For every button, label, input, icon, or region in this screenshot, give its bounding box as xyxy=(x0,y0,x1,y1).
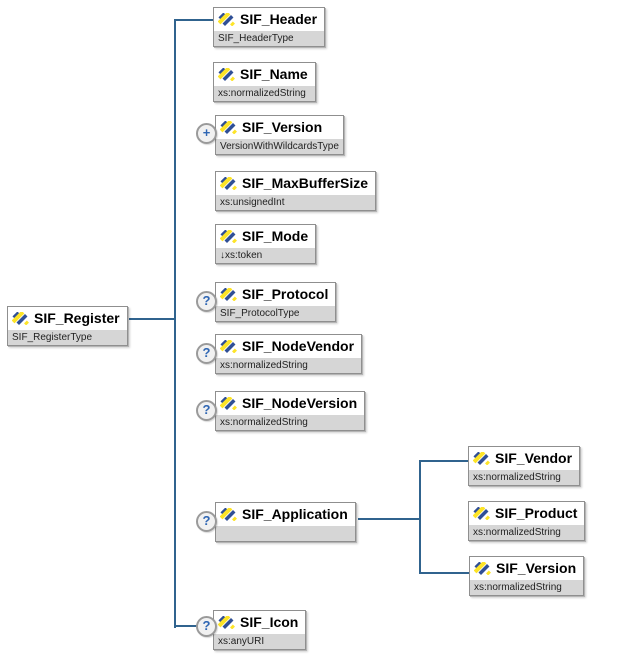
node-title-row: SIF_Vendor xyxy=(469,447,580,470)
node-title-row: SIF_Register xyxy=(8,307,127,330)
occurrence-optional-badge: ? xyxy=(196,616,217,637)
element-icon xyxy=(220,177,237,190)
connector-register-line xyxy=(125,318,176,320)
occurrence-optional-badge: ? xyxy=(196,400,217,421)
connector-application-line xyxy=(358,518,420,520)
element-icon xyxy=(220,230,237,243)
node-sif-version-app[interactable]: SIF_Version xs:normalizedString xyxy=(469,556,585,596)
node-title-row: SIF_Version xyxy=(470,557,584,580)
node-title-row: SIF_Application xyxy=(216,503,355,526)
occurrence-plus-badge: + xyxy=(196,123,217,144)
node-title-row: SIF_Product xyxy=(469,502,585,525)
node-title-row: SIF_Version xyxy=(216,116,343,139)
node-type: xs:normalizedString xyxy=(469,470,580,485)
node-type: SIF_RegisterType xyxy=(8,330,127,345)
node-name: SIF_Mode xyxy=(242,228,309,244)
node-name: SIF_Header xyxy=(240,11,318,27)
node-name: SIF_NodeVersion xyxy=(242,395,358,411)
node-type xyxy=(216,526,355,541)
element-icon xyxy=(473,452,490,465)
connector-version2-line xyxy=(419,572,470,574)
node-type: SIF_ProtocolType xyxy=(216,306,336,321)
node-type: ↓xs:token xyxy=(216,248,316,263)
node-sif-nodeversion[interactable]: SIF_NodeVersion xs:normalizedString xyxy=(215,391,366,431)
element-icon xyxy=(473,507,490,520)
node-type: xs:normalizedString xyxy=(216,358,362,373)
node-name: SIF_Register xyxy=(34,310,120,326)
element-icon xyxy=(220,508,237,521)
element-icon xyxy=(218,13,235,26)
element-icon xyxy=(220,288,237,301)
node-name: SIF_Version xyxy=(496,560,577,576)
element-icon xyxy=(12,312,29,325)
node-type: xs:normalizedString xyxy=(469,525,585,540)
node-sif-vendor[interactable]: SIF_Vendor xs:normalizedString xyxy=(468,446,581,486)
node-title-row: SIF_NodeVendor xyxy=(216,335,362,358)
element-icon xyxy=(220,397,237,410)
node-type: xs:normalizedString xyxy=(216,415,365,430)
node-sif-register[interactable]: SIF_Register SIF_RegisterType xyxy=(7,306,128,346)
node-name: SIF_Product xyxy=(495,505,578,521)
node-name: SIF_Vendor xyxy=(495,450,573,466)
node-title-row: SIF_Icon xyxy=(214,611,306,634)
element-icon xyxy=(220,121,237,134)
node-type: xs:unsignedInt xyxy=(216,195,376,210)
node-sif-protocol[interactable]: SIF_Protocol SIF_ProtocolType xyxy=(215,282,337,322)
node-sif-version[interactable]: SIF_Version VersionWithWildcardsType xyxy=(215,115,344,155)
node-name: SIF_NodeVendor xyxy=(242,338,355,354)
node-name: SIF_Application xyxy=(242,506,348,522)
node-type: xs:anyURI xyxy=(214,634,306,649)
connector-icon-line xyxy=(174,625,208,627)
node-name: SIF_Protocol xyxy=(242,286,329,302)
node-sif-name[interactable]: SIF_Name xs:normalizedString xyxy=(213,62,316,102)
node-name: SIF_Name xyxy=(240,66,308,82)
node-title-row: SIF_Mode xyxy=(216,225,316,248)
node-type: VersionWithWildcardsType xyxy=(216,139,343,154)
node-name: SIF_Icon xyxy=(240,614,299,630)
node-sif-header[interactable]: SIF_Header SIF_HeaderType xyxy=(213,7,326,47)
node-sif-application[interactable]: SIF_Application xyxy=(215,502,356,542)
node-sif-icon[interactable]: SIF_Icon xs:anyURI xyxy=(213,610,307,650)
element-icon xyxy=(474,562,491,575)
element-icon xyxy=(220,340,237,353)
node-type: SIF_HeaderType xyxy=(214,31,325,46)
connector-header-line xyxy=(174,19,217,21)
node-name: SIF_Version xyxy=(242,119,323,135)
node-sif-mode[interactable]: SIF_Mode ↓xs:token xyxy=(215,224,317,264)
node-type: xs:normalizedString xyxy=(214,86,315,101)
right-trunk-line xyxy=(419,460,421,574)
occurrence-optional-badge: ? xyxy=(196,291,217,312)
node-title-row: SIF_MaxBufferSize xyxy=(216,172,376,195)
left-trunk-line xyxy=(174,19,176,628)
occurrence-optional-badge: ? xyxy=(196,511,217,532)
node-sif-product[interactable]: SIF_Product xs:normalizedString xyxy=(468,501,586,541)
element-icon xyxy=(218,616,235,629)
element-icon xyxy=(218,68,235,81)
node-sif-nodevendor[interactable]: SIF_NodeVendor xs:normalizedString xyxy=(215,334,363,374)
occurrence-optional-badge: ? xyxy=(196,343,217,364)
node-sif-maxbuffersize[interactable]: SIF_MaxBufferSize xs:unsignedInt xyxy=(215,171,377,211)
node-title-row: SIF_NodeVersion xyxy=(216,392,365,415)
node-name: SIF_MaxBufferSize xyxy=(242,175,369,191)
connector-vendor-line xyxy=(419,460,470,462)
node-type: xs:normalizedString xyxy=(470,580,584,595)
node-title-row: SIF_Name xyxy=(214,63,315,86)
node-title-row: SIF_Protocol xyxy=(216,283,336,306)
node-title-row: SIF_Header xyxy=(214,8,325,31)
